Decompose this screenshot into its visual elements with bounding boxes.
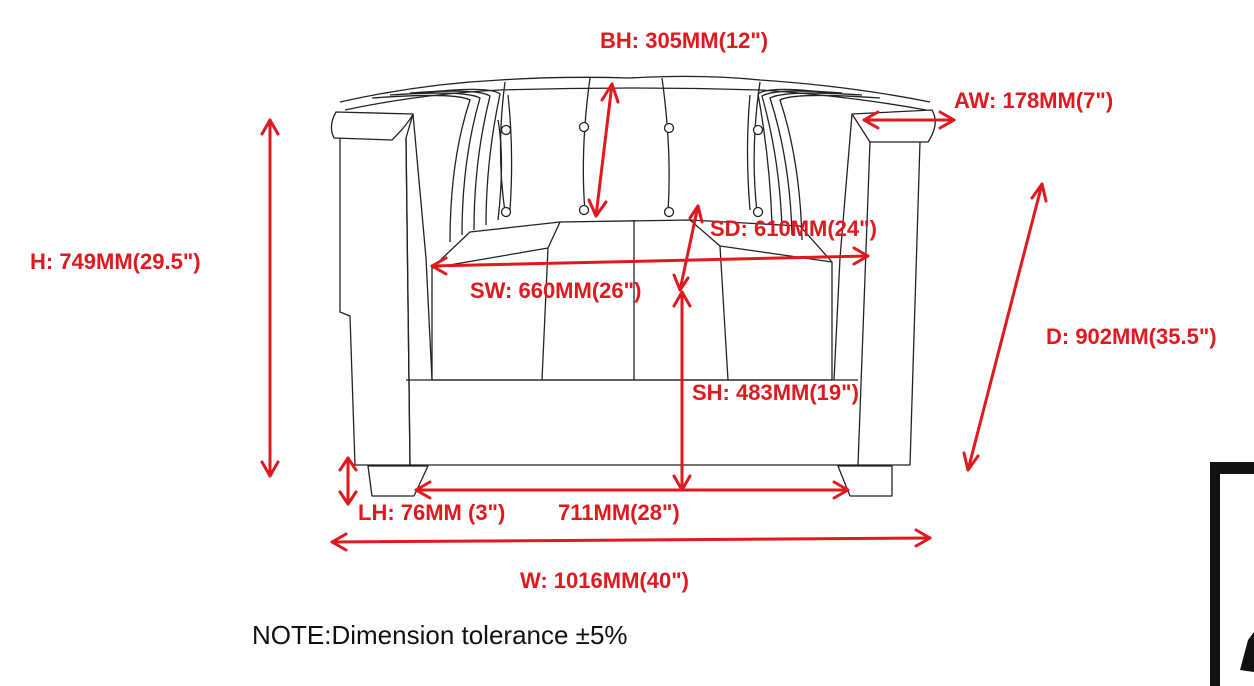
leg-height-arrow xyxy=(338,456,358,506)
seat-height-arrow xyxy=(672,290,692,492)
right-leg xyxy=(837,465,893,497)
depth-label: D: 902MM(35.5") xyxy=(1046,324,1217,349)
seat-cushion-split-right xyxy=(689,219,729,381)
arm-width-arrow xyxy=(862,110,956,130)
back-height-label: BH: 305MM(12") xyxy=(600,28,768,53)
left-leg xyxy=(367,465,429,497)
chair-back-top xyxy=(339,75,931,103)
seat-depth-label: SD: 610MM(24") xyxy=(710,216,877,241)
arm-width-label: AW: 178MM(7") xyxy=(954,88,1113,113)
back-height-arrow xyxy=(587,82,620,218)
depth-arrow xyxy=(962,182,1048,472)
dimension-labels: BH: 305MM(12") AW: 178MM(7") H: 749MM(29… xyxy=(30,28,1217,593)
right-arm-outer xyxy=(857,141,921,466)
right-arm-front-top xyxy=(851,109,936,143)
armchair-drawing xyxy=(330,75,936,497)
left-arm-front-top xyxy=(330,111,414,141)
tolerance-note: NOTE:Dimension tolerance ±5% xyxy=(252,620,628,650)
seat-width-label: SW: 660MM(26") xyxy=(470,278,641,303)
left-arm-channels xyxy=(371,88,501,243)
leg-height-label: LH: 76MM (3") xyxy=(358,500,505,525)
cropped-box-graphic xyxy=(1210,462,1254,686)
right-arm-channels xyxy=(757,88,881,241)
tufting-buttons xyxy=(500,121,764,218)
height-arrow xyxy=(260,118,280,478)
width-label: W: 1016MM(40") xyxy=(520,568,689,593)
width-arrow xyxy=(330,528,932,552)
dimension-arrows xyxy=(260,82,1048,552)
left-arm-outer xyxy=(339,137,411,466)
leg-span-label: 711MM(28") xyxy=(558,500,680,525)
seat-width-arrow xyxy=(430,246,870,276)
seat-depth-arrow xyxy=(672,204,704,292)
back-cushion-panels xyxy=(497,77,761,221)
seat-height-label: SH: 483MM(19") xyxy=(692,380,859,405)
height-label: H: 749MM(29.5") xyxy=(30,249,201,274)
leg-span-arrow xyxy=(414,480,850,500)
